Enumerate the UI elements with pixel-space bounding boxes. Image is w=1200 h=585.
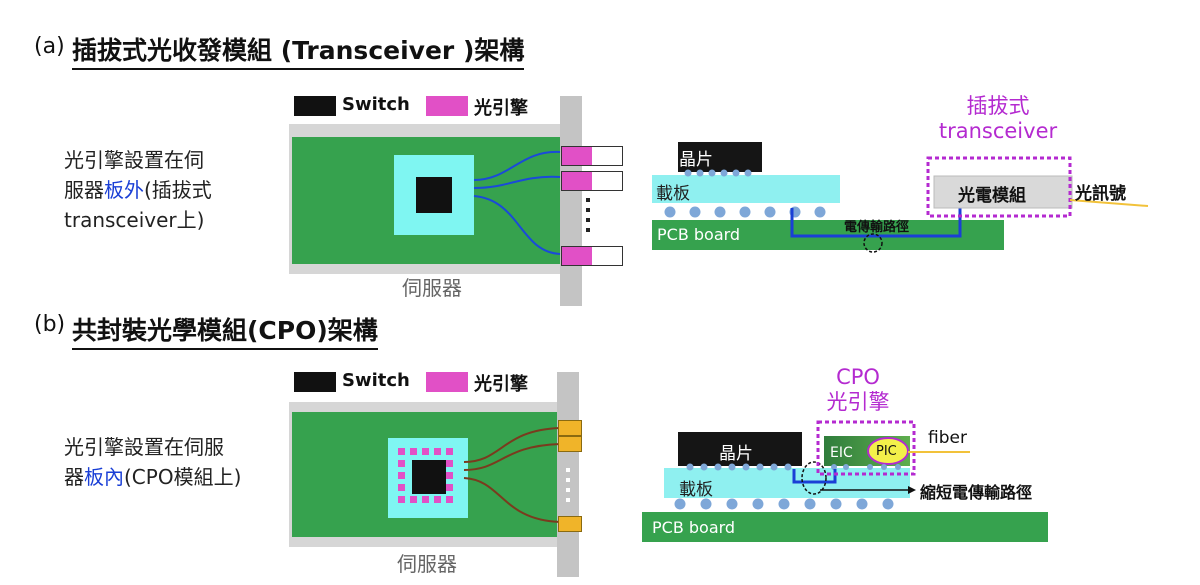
ellipsis-a — [586, 198, 590, 234]
cpo-engines-ring — [398, 448, 453, 503]
trace-a-1 — [473, 150, 561, 181]
side-view-b-svg — [642, 420, 1048, 542]
connector-b-3 — [558, 516, 582, 532]
fiber-label: fiber — [928, 428, 967, 448]
legend-a-switch-label: Switch — [342, 94, 410, 115]
substrate-b-label: 載板 — [679, 480, 713, 500]
legend-b-switch-label: Switch — [342, 370, 410, 391]
transceiver-a-1 — [561, 146, 623, 166]
transceiver-callout-a-line2: transceiver — [938, 119, 1058, 143]
fiber-b-2 — [463, 443, 561, 471]
desc-a-line2-suffix: (插拔式 — [144, 178, 212, 202]
legend-b-switch-swatch — [294, 372, 336, 392]
desc-b-line1: 光引擎設置在伺服 — [64, 435, 224, 459]
ellipsis-b — [566, 468, 570, 504]
chip-a-side — [678, 142, 762, 172]
electrical-path-a-label: 電傳輸路徑 — [844, 220, 910, 235]
desc-a-line2: 服器板外(插拔式 — [64, 175, 212, 205]
pic-label: PIC — [876, 444, 897, 459]
chip-a-label: 晶片 — [679, 150, 713, 170]
engine-a-3 — [562, 247, 592, 265]
switch-chip-a-top — [416, 177, 452, 213]
switch-chip-b-top — [412, 460, 446, 494]
section-a-title: 插拔式光收發模組 (Transceiver )架構 — [72, 31, 525, 70]
cpo-callout: CPO 光引擎 — [808, 365, 908, 415]
transceiver-a-3 — [561, 246, 623, 266]
chip-bumps-a — [684, 169, 752, 177]
substrate-balls-b — [674, 498, 894, 510]
fiber-traces-b-svg — [463, 427, 561, 523]
transceiver-callout-box-a — [926, 156, 1072, 218]
transceiver-callout-a-line1: 插拔式 — [966, 94, 1030, 118]
legend-b-engine-swatch — [426, 372, 468, 392]
side-view-a-svg — [652, 142, 1149, 253]
legend-a-switch-swatch — [294, 96, 336, 116]
optoelectronic-module-a — [933, 175, 1073, 209]
cpo-callout-line2: 光引擎 — [826, 390, 890, 414]
substrate-a-label: 載板 — [656, 184, 690, 204]
section-a-description: 光引擎設置在伺 服器板外(插拔式 transceiver上) — [64, 145, 212, 235]
chip-b-side — [678, 432, 802, 466]
desc-b-line2: 器板內(CPO模組上) — [64, 462, 241, 492]
desc-a-highlight: 板外 — [104, 178, 144, 202]
engine-a-2 — [562, 172, 592, 190]
traces-a-svg — [473, 150, 561, 255]
electrical-path-a — [790, 206, 962, 238]
legend-a-engine-label: 光引擎 — [474, 98, 528, 119]
eic-label: EIC — [830, 445, 853, 461]
short-path-marker — [801, 461, 827, 495]
chip-b-label: 晶片 — [719, 444, 753, 464]
trace-a-2 — [473, 175, 561, 189]
connector-b-2 — [558, 436, 582, 452]
substrate-a-side — [652, 175, 840, 203]
cpo-callout-line1: CPO — [836, 365, 880, 389]
server-a-label: 伺服器 — [402, 276, 462, 300]
server-b-label: 伺服器 — [397, 552, 457, 576]
fiber-b-1 — [463, 427, 561, 463]
legend-a-engine-swatch — [426, 96, 468, 116]
desc-a-line3: transceiver上) — [64, 208, 205, 232]
chip-bumps-b — [686, 463, 792, 471]
optical-signal-a-label: 光訊號 — [1075, 184, 1126, 204]
fiber-b-3 — [463, 477, 561, 523]
trace-a-3 — [473, 195, 561, 255]
desc-b-highlight: 板內 — [84, 465, 124, 489]
desc-a-line1: 光引擎設置在伺 — [64, 148, 204, 172]
transceiver-a-2 — [561, 171, 623, 191]
short-path-label: 縮短電傳輸路徑 — [920, 483, 1033, 502]
desc-b-line2-prefix: 器 — [64, 465, 84, 489]
pcb-b-label: PCB board — [652, 518, 736, 537]
short-path-arrowhead — [908, 486, 916, 494]
section-a-prefix: (a) — [34, 34, 65, 59]
pcb-a-label: PCB board — [657, 225, 741, 244]
desc-a-line2-prefix: 服器 — [64, 178, 104, 202]
engine-a-1 — [562, 147, 592, 165]
section-b-prefix: (b) — [34, 312, 66, 337]
eic-bumps — [831, 464, 901, 470]
legend-b-engine-label: 光引擎 — [474, 374, 528, 395]
section-b-description: 光引擎設置在伺服 器板內(CPO模組上) — [64, 432, 241, 492]
section-b-title: 共封裝光學模組(CPO)架構 — [72, 311, 378, 350]
substrate-balls-a — [664, 206, 826, 218]
connector-b-1 — [558, 420, 582, 436]
cpo-callout-box — [816, 420, 916, 476]
desc-b-line2-suffix: (CPO模組上) — [124, 465, 242, 489]
optical-fiber-a — [1069, 199, 1149, 207]
pcb-b — [642, 512, 1048, 542]
path-marker-a — [863, 233, 883, 253]
module-a-label: 光電模組 — [958, 186, 1026, 206]
transceiver-callout-a: 插拔式 transceiver — [928, 94, 1068, 144]
